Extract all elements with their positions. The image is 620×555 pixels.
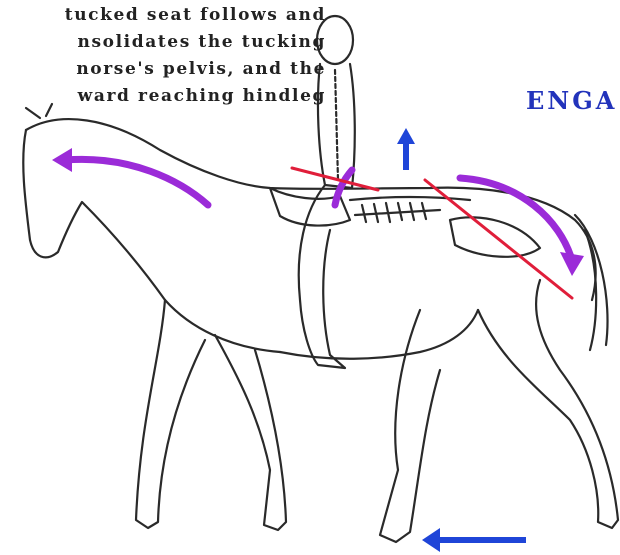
caption: tucked seat follows and nsolidates the t… (0, 2, 326, 110)
back-lift-arrow-shaft (403, 140, 409, 170)
rider-leg (299, 185, 345, 368)
caption-line: norse's pelvis, and the (0, 56, 326, 83)
horse-hind-leg-2 (478, 280, 618, 528)
caption-line: nsolidates the tucking (0, 29, 326, 56)
forward-step-arrowhead (422, 528, 440, 552)
hindquarter-arrow (460, 178, 572, 260)
horse-tail (575, 215, 608, 350)
neck-stretch-arrow (65, 159, 208, 205)
hindquarter-arrowhead (560, 252, 584, 276)
horse-front-leg-1 (136, 300, 205, 528)
caption-line: ward reaching hindleg (0, 83, 326, 110)
engagement-label: ENGA (526, 86, 617, 115)
caption-line: tucked seat follows and (0, 2, 326, 29)
forward-step-arrow-shaft (438, 537, 526, 543)
back-lift-arrowhead (397, 128, 415, 144)
neck-arrowhead (52, 148, 72, 172)
horse-pelvis-tilt-line (425, 180, 572, 298)
rider-spine (335, 70, 338, 180)
horse-front-leg-2 (215, 335, 286, 530)
horse-hind-leg-1 (380, 310, 440, 542)
